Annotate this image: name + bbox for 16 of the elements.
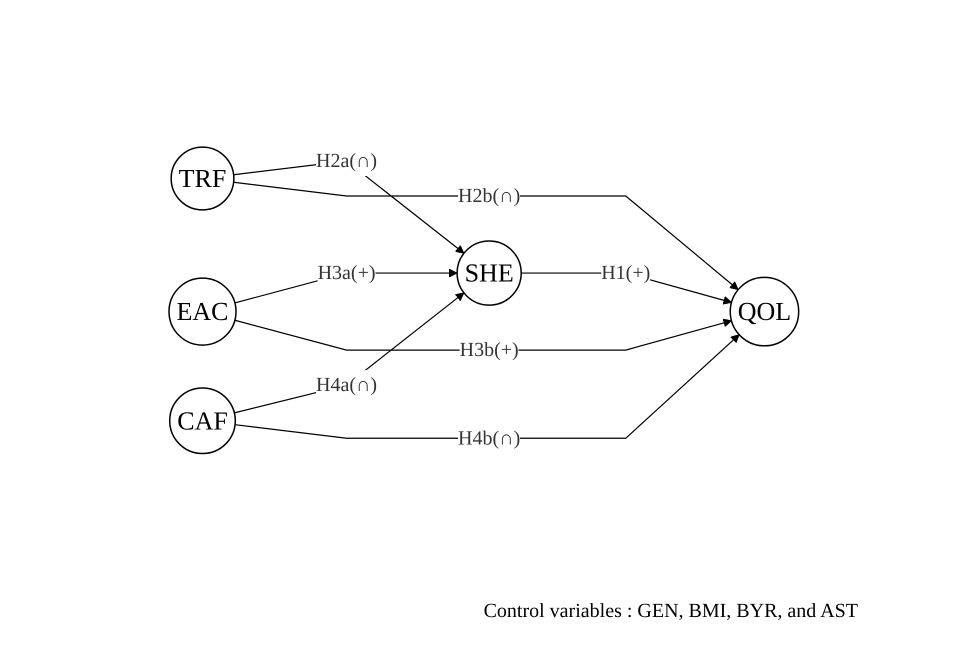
edge-label: H1(+) [601,262,650,284]
node-circle: CAF [169,387,236,455]
node-circle: EAC [168,278,237,346]
edge-label: H2a(∩) [316,150,378,172]
edge-label: H2b(∩) [458,185,520,208]
arrow [234,292,464,414]
node-circle: TRF [170,146,235,211]
edge-label: H4a(∩) [316,374,378,396]
edge-label: H4b(∩) [458,427,520,450]
edge-label: H3b(+) [460,339,519,362]
note-text: Control variables : GEN, BMI, BYR, and AST [484,600,858,623]
arrow [234,182,739,290]
edge-label: H3a(+) [318,262,376,284]
node-circle: QOL [730,276,800,347]
arrow [235,334,740,440]
node-circle: SHE [456,240,522,306]
